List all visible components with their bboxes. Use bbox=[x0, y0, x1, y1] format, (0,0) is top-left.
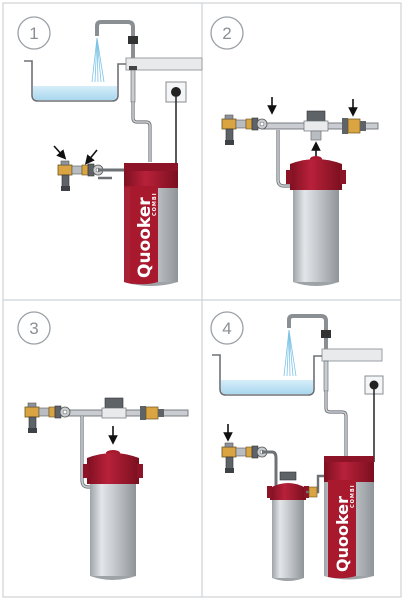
tap-supply-pipe bbox=[324, 391, 348, 456]
inlet-valve bbox=[221, 114, 268, 146]
countertop bbox=[321, 348, 383, 362]
panel-step-2: 2 bbox=[210, 16, 379, 286]
brand-name: Quooker bbox=[333, 496, 352, 572]
step-number-4: 4 bbox=[222, 319, 231, 338]
quooker-combi-tank: Quooker COMBI bbox=[324, 456, 374, 580]
water-spray bbox=[91, 37, 105, 83]
step-number-2: 2 bbox=[222, 24, 231, 43]
inlet-valve bbox=[221, 442, 268, 474]
arrow-valve-left bbox=[53, 145, 67, 160]
step-badge-4: 4 bbox=[210, 311, 244, 345]
arrow-valve-right bbox=[84, 149, 98, 165]
countertop bbox=[125, 57, 203, 71]
filter-tank bbox=[83, 450, 143, 580]
step-number-3: 3 bbox=[29, 319, 38, 338]
brand-sub: COMBI bbox=[152, 192, 158, 216]
brand-name: Quooker bbox=[135, 197, 155, 278]
inlet-valve bbox=[24, 402, 71, 434]
panel-step-1: 1 bbox=[17, 16, 203, 286]
sink-basin bbox=[212, 354, 322, 396]
step-badge-1: 1 bbox=[17, 16, 51, 50]
panel-step-3: 3 bbox=[17, 311, 189, 580]
quooker-combi-tank: Quooker COMBI bbox=[124, 163, 178, 286]
brand-sub: COMBI bbox=[350, 484, 356, 508]
step-badge-3: 3 bbox=[17, 311, 51, 345]
inlet-valve bbox=[57, 160, 104, 192]
sink-basin bbox=[24, 60, 126, 102]
water-spray bbox=[283, 329, 297, 377]
step-badge-2: 2 bbox=[210, 16, 244, 50]
tap-supply-pipe bbox=[131, 102, 152, 162]
filter-tank bbox=[267, 471, 309, 581]
step-number-1: 1 bbox=[29, 24, 38, 43]
panel-step-4: 4 bbox=[210, 311, 384, 581]
filter-tank bbox=[286, 156, 346, 286]
